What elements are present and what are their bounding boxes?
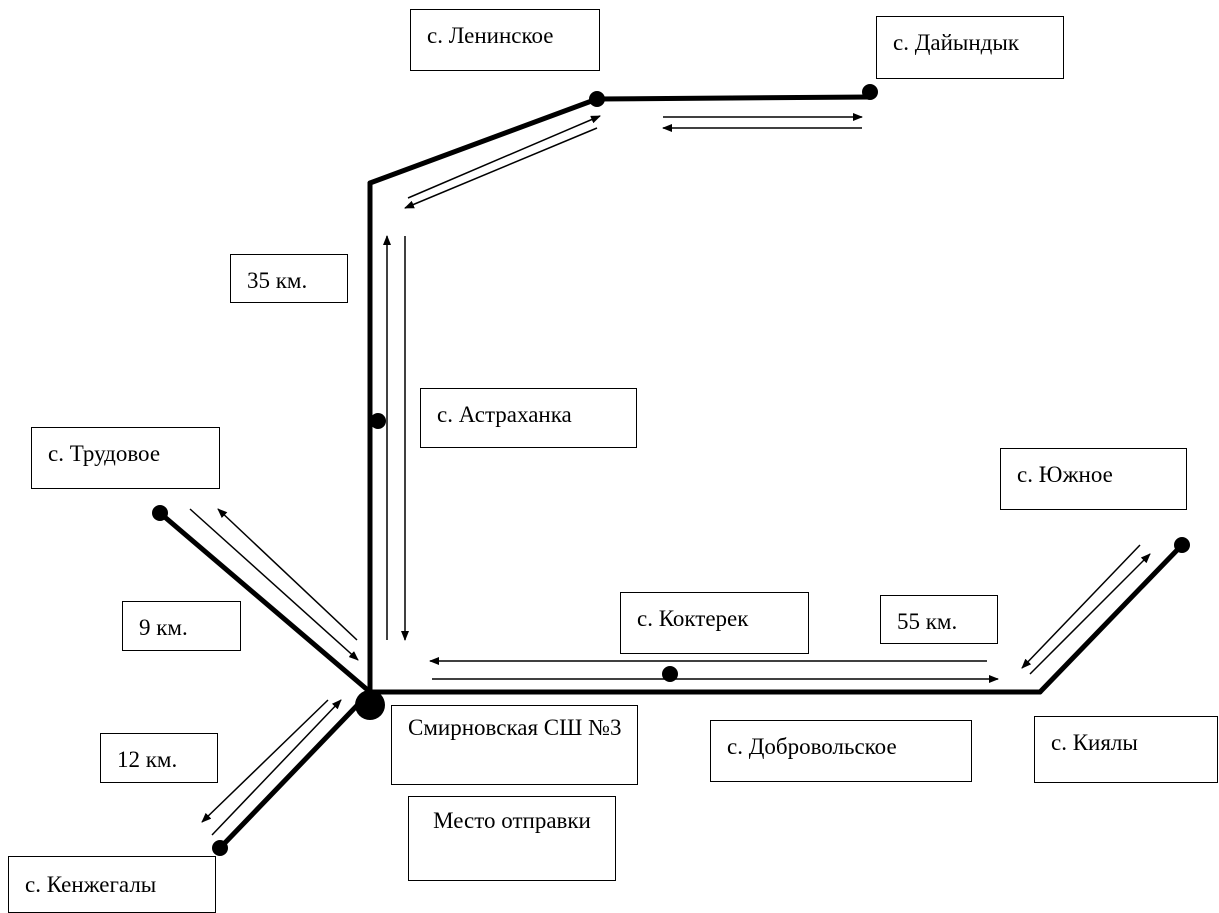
dot-astrakhanka (370, 413, 386, 429)
arrow-to-leninskoe (407, 115, 601, 199)
label-kokterek: с. Коктерек (620, 592, 809, 654)
label-trudovoe: с. Трудовое (31, 427, 220, 489)
arrow-from-trudovoe (189, 508, 359, 661)
label-kiyaly: с. Киялы (1034, 716, 1218, 783)
label-departure-point: Место отправки (408, 796, 616, 881)
dot-daiyndyk (862, 84, 878, 100)
arrow-from-kenzhegaly (211, 699, 342, 836)
arrow-to-kenzhegaly (201, 699, 329, 823)
arrow-to-yuzhnoe (1029, 553, 1151, 675)
arrow-to-kiyaly (1021, 544, 1141, 669)
dot-leninskoe (589, 91, 605, 107)
label-kenzhegaly: с. Кенжегалы (8, 856, 216, 913)
dot-kokterek (662, 666, 678, 682)
arrow-to-trudovoe (217, 508, 358, 641)
label-distance-9km: 9 км. (122, 601, 241, 651)
route-segment-school-to-trudovoe (157, 510, 373, 695)
dot-kenzhegaly (212, 840, 228, 856)
label-yuzhnoe: с. Южное (1000, 448, 1187, 510)
dot-yuzhnoe (1174, 537, 1190, 553)
stop-dots (152, 84, 1190, 856)
label-distance-12km: 12 км. (100, 733, 218, 783)
direction-arrows (189, 113, 1151, 836)
route-lines (157, 94, 1185, 851)
route-segment-kiyaly-to-yuzhnoe (1037, 542, 1185, 695)
route-segment-leninskoe-to-daiyndyk (594, 94, 873, 102)
label-distance-55km: 55 км. (880, 595, 998, 644)
label-leninskoe: с. Ленинское (410, 9, 600, 71)
arrow-from-leninskoe (404, 127, 598, 209)
label-distance-35km: 35 км. (230, 254, 348, 303)
dot-trudovoe (152, 505, 168, 521)
route-segment-school-to-kenzhegaly (217, 689, 373, 851)
route-segment-bend-to-leninskoe (367, 96, 600, 186)
label-daiyndyk: с. Дайындык (876, 16, 1064, 79)
label-astrakhanka: с. Астраханка (420, 388, 637, 448)
dot-school (355, 690, 385, 720)
label-school: Смирновская СШ №3 (391, 705, 638, 785)
label-dobrovolskoe: с. Добровольское (710, 720, 972, 782)
